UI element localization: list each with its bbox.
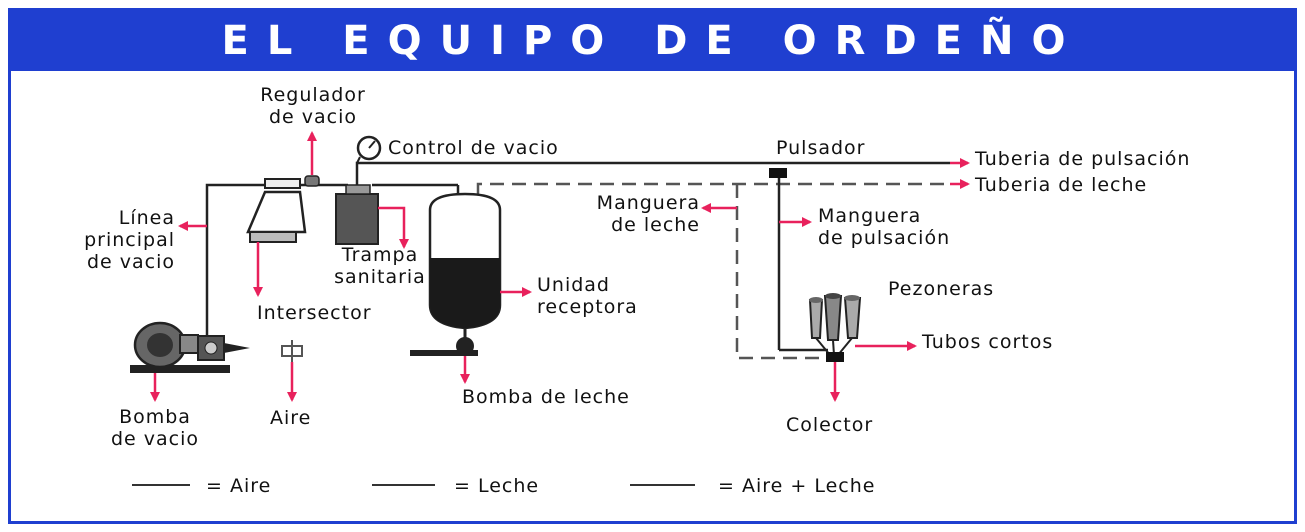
label-intersector: Intersector xyxy=(257,302,372,324)
diagram-title: EL EQUIPO DE ORDEÑO xyxy=(221,18,1084,64)
label-bomba-leche: Bomba de leche xyxy=(462,386,630,408)
label-manguera-pulsacion: Manguera de pulsación xyxy=(818,205,951,249)
label-colector: Colector xyxy=(786,414,874,436)
milk-pump-icon xyxy=(410,328,478,356)
legend-aire-leche: = Aire + Leche xyxy=(718,475,876,497)
interceptor-icon xyxy=(246,178,307,243)
title-banner: EL EQUIPO DE ORDEÑO xyxy=(11,11,1294,71)
vacuum-gauge-icon xyxy=(356,135,382,164)
receiver-unit-icon xyxy=(428,192,502,330)
collector-icon xyxy=(826,352,844,362)
label-trampa: Trampa sanitaria xyxy=(334,244,426,288)
label-tubos-cortos: Tubos cortos xyxy=(922,331,1054,353)
label-linea-principal: Línea principal de vacio xyxy=(84,207,175,273)
vacuum-pump-icon xyxy=(130,321,250,373)
vacuum-regulator-icon xyxy=(304,175,320,187)
label-regulador: Regulador de vacio xyxy=(260,84,366,128)
label-tuberia-pulsacion: Tuberia de pulsación xyxy=(975,148,1191,170)
teat-cups-icon xyxy=(808,293,862,356)
pulsator-box xyxy=(769,168,787,178)
callout-arrows xyxy=(150,131,970,402)
main-vacuum-line xyxy=(205,183,460,338)
label-unidad: Unidad receptora xyxy=(537,274,638,318)
diagram-frame: EL EQUIPO DE ORDEÑO xyxy=(8,8,1297,524)
label-manguera-leche: Manguera de leche xyxy=(596,192,700,236)
milk-pipe xyxy=(476,182,950,360)
legend-aire: = Aire xyxy=(206,475,272,497)
sanitary-trap-icon xyxy=(335,184,379,245)
label-pulsador: Pulsador xyxy=(776,137,866,159)
legend-leche: = Leche xyxy=(454,475,540,497)
air-inlet-icon xyxy=(281,340,303,362)
pulsation-pipe xyxy=(355,161,950,185)
label-bomba-vacio: Bomba de vacio xyxy=(110,406,200,450)
label-control-vacio: Control de vacio xyxy=(388,137,559,159)
arrow-trampa xyxy=(378,206,409,249)
label-tuberia-leche: Tuberia de leche xyxy=(975,174,1148,196)
pulsation-hose xyxy=(777,174,828,352)
label-pezoneras: Pezoneras xyxy=(888,278,995,300)
label-aire: Aire xyxy=(270,407,312,429)
